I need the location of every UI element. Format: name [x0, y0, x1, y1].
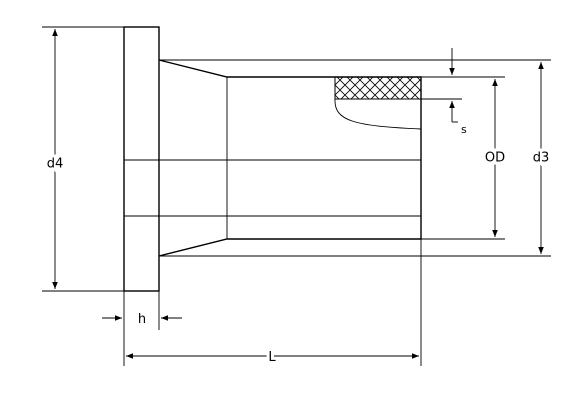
section-hatch — [334, 76, 422, 100]
flange — [123, 26, 160, 292]
label-od: OD — [485, 151, 505, 166]
label-l: L — [268, 350, 276, 365]
label-d4: d4 — [47, 157, 64, 172]
break-out-curve — [334, 98, 422, 130]
body-outline — [158, 59, 422, 257]
label-d3: d3 — [533, 151, 550, 166]
label-s: s — [461, 123, 467, 136]
label-h: h — [138, 312, 146, 327]
